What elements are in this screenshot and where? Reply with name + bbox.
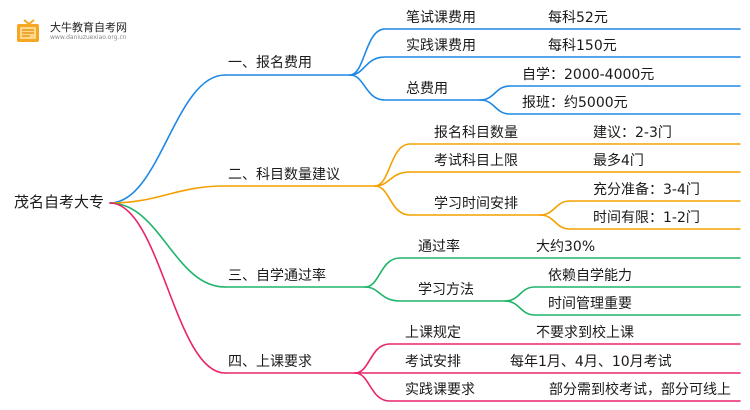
b1-c3-value-1: 自学：2000-4000元 [522, 67, 655, 83]
b1-c2-value: 每科150元 [548, 38, 617, 54]
b2-c1-label: 报名科目数量 [434, 125, 518, 141]
b4-c1-label: 上课规定 [405, 325, 461, 341]
b3-c1-value: 大约30% [536, 239, 596, 255]
b2-c2-label: 考试科目上限 [434, 153, 518, 169]
b3-c2-label: 学习方法 [418, 282, 474, 298]
b2-c3-value-2: 时间有限：1-2门 [593, 210, 700, 226]
b4-c1-value: 不要求到校上课 [536, 325, 634, 341]
b4-c2-label: 考试安排 [405, 354, 461, 370]
root-node: 茂名自考大专 [14, 193, 105, 211]
b3-c2-value-2: 时间管理重要 [548, 296, 632, 312]
book-logo-icon [17, 19, 39, 42]
b2-c2-value: 最多4门 [593, 153, 644, 169]
branch-4-lines [109, 202, 741, 402]
b2-c3-value-1: 充分准备：3-4门 [593, 182, 700, 198]
branch-1-title: 一、报名费用 [228, 55, 312, 71]
logo-title: 大牛教育自考网 [50, 21, 127, 34]
b3-c1-label: 通过率 [418, 239, 460, 255]
b1-c1-label: 笔试课费用 [406, 10, 476, 26]
branch-2-title: 二、科目数量建议 [228, 167, 340, 183]
branch-1-lines [109, 28, 741, 204]
b2-c1-value: 建议：2-3门 [593, 125, 672, 141]
branch-2-lines [109, 143, 741, 230]
branch-3-title: 三、自学通过率 [228, 268, 326, 284]
b4-c2-value: 每年1月、4月、10月考试 [510, 354, 672, 370]
branch-3-lines [109, 202, 741, 316]
b4-c3-label: 实践课要求 [405, 382, 475, 398]
b1-c3-label: 总费用 [406, 81, 448, 97]
b1-c3-value-2: 报班：约5000元 [522, 95, 628, 111]
b3-c2-value-1: 依赖自学能力 [548, 268, 632, 284]
logo-url: www.daniuzuexiao.org.cn [50, 34, 127, 41]
site-logo: 大牛教育自考网 www.daniuzuexiao.org.cn [14, 18, 127, 46]
branch-4-title: 四、上课要求 [228, 354, 312, 370]
b4-c3-value: 部分需到校考试，部分可线上 [549, 382, 731, 398]
b1-c2-label: 实践课费用 [406, 38, 476, 54]
b1-c1-value: 每科52元 [548, 10, 608, 26]
b2-c3-label: 学习时间安排 [434, 196, 518, 212]
